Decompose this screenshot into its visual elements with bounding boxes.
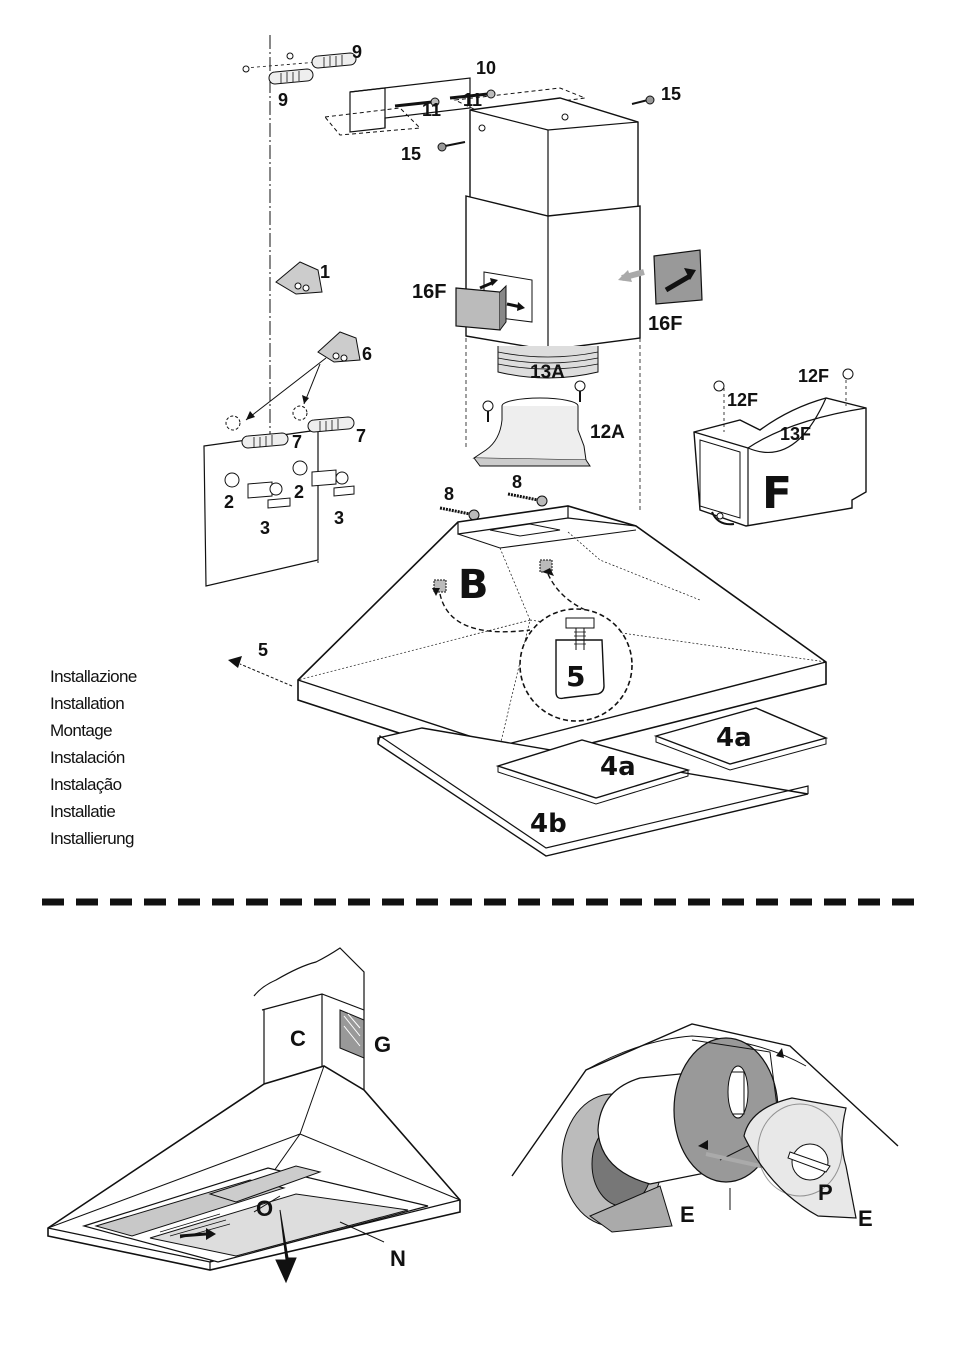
label-4a-left: 4a	[600, 752, 636, 782]
label-16F-right: 16F	[648, 313, 682, 335]
label-2-left: 2	[224, 492, 234, 512]
label-E-left: E	[680, 1202, 695, 1227]
arrow-5	[228, 656, 293, 687]
hook-3-right	[311, 469, 355, 497]
label-4a-right: 4a	[716, 723, 752, 753]
carbon-filter-detail	[511, 1023, 899, 1233]
label-9-left: 9	[278, 90, 288, 110]
filter-box-F	[693, 368, 867, 527]
label-E-right: E	[858, 1206, 873, 1231]
label-C: C	[290, 1026, 306, 1051]
label-B: B	[458, 562, 489, 608]
wall-plug-7-right	[307, 416, 355, 433]
label-10: 10	[476, 58, 496, 78]
screw-8-left	[439, 506, 480, 521]
hole-2-right	[292, 460, 308, 476]
label-5-arrow: 5	[258, 640, 268, 660]
screw-12A-left	[482, 400, 494, 422]
label-12F-right: 12F	[798, 366, 829, 386]
language-label-nl: Installatie	[50, 802, 116, 821]
filter-4a-left	[495, 739, 691, 805]
filter-16F-right	[618, 249, 703, 305]
screw-12A-right	[574, 380, 586, 402]
label-5-detail: 5	[566, 660, 585, 693]
label-8-right: 8	[512, 472, 522, 492]
language-label-fr: Montage	[50, 721, 113, 740]
screw-15-right	[631, 95, 655, 105]
label-8-left: 8	[444, 484, 454, 504]
label-3-left: 3	[260, 518, 270, 538]
wall-plug-9-top	[242, 52, 357, 73]
drill-detail-1	[275, 261, 323, 295]
label-F: F	[762, 468, 792, 519]
connector-12A	[472, 397, 591, 467]
language-label-it: Installazione	[50, 667, 137, 686]
wall-plug-7-left	[241, 432, 289, 449]
language-label-es: Instalación	[50, 748, 125, 767]
language-label-de: Installierung	[50, 829, 134, 848]
label-1: 1	[320, 262, 330, 282]
label-13A: 13A	[530, 362, 565, 383]
label-6: 6	[362, 344, 372, 364]
adapter-13A	[497, 346, 599, 379]
language-label-pt: Instalação	[50, 775, 122, 794]
label-7-right: 7	[356, 426, 366, 446]
hook-3-left	[247, 481, 291, 509]
label-2-right: 2	[294, 482, 304, 502]
drill-detail-6	[245, 331, 361, 421]
label-13F: 13F	[780, 424, 811, 444]
language-label-en: Installation	[50, 694, 125, 713]
label-11-b: 11	[463, 90, 482, 110]
label-15-left: 15	[401, 144, 421, 164]
hole-2-left	[224, 472, 240, 488]
label-N: N	[390, 1246, 406, 1271]
wall-plug-9-left	[268, 68, 314, 85]
label-12F-left: 12F	[727, 390, 758, 410]
label-O: O	[256, 1196, 273, 1221]
screw-11-a	[394, 97, 440, 108]
detail-5-magnifier	[519, 608, 633, 722]
screw-8-right	[507, 492, 548, 507]
label-G: G	[374, 1032, 391, 1057]
label-3-right: 3	[334, 508, 344, 528]
label-15-right: 15	[661, 84, 681, 104]
label-7-left: 7	[292, 432, 302, 452]
hood-bottom-view	[47, 947, 461, 1284]
lower-chimney	[465, 195, 641, 351]
label-P: P	[818, 1180, 833, 1205]
label-12A: 12A	[590, 422, 625, 443]
label-11-a: 11	[422, 100, 441, 120]
screw-11-b	[449, 89, 496, 100]
screw-15-left	[437, 141, 466, 152]
filter-4a-right	[653, 707, 829, 771]
label-9-top: 9	[352, 42, 362, 62]
upper-chimney	[469, 97, 639, 221]
label-4b: 4b	[530, 809, 567, 839]
label-16F-left: 16F	[412, 281, 446, 303]
filter-16F-left	[455, 278, 507, 331]
